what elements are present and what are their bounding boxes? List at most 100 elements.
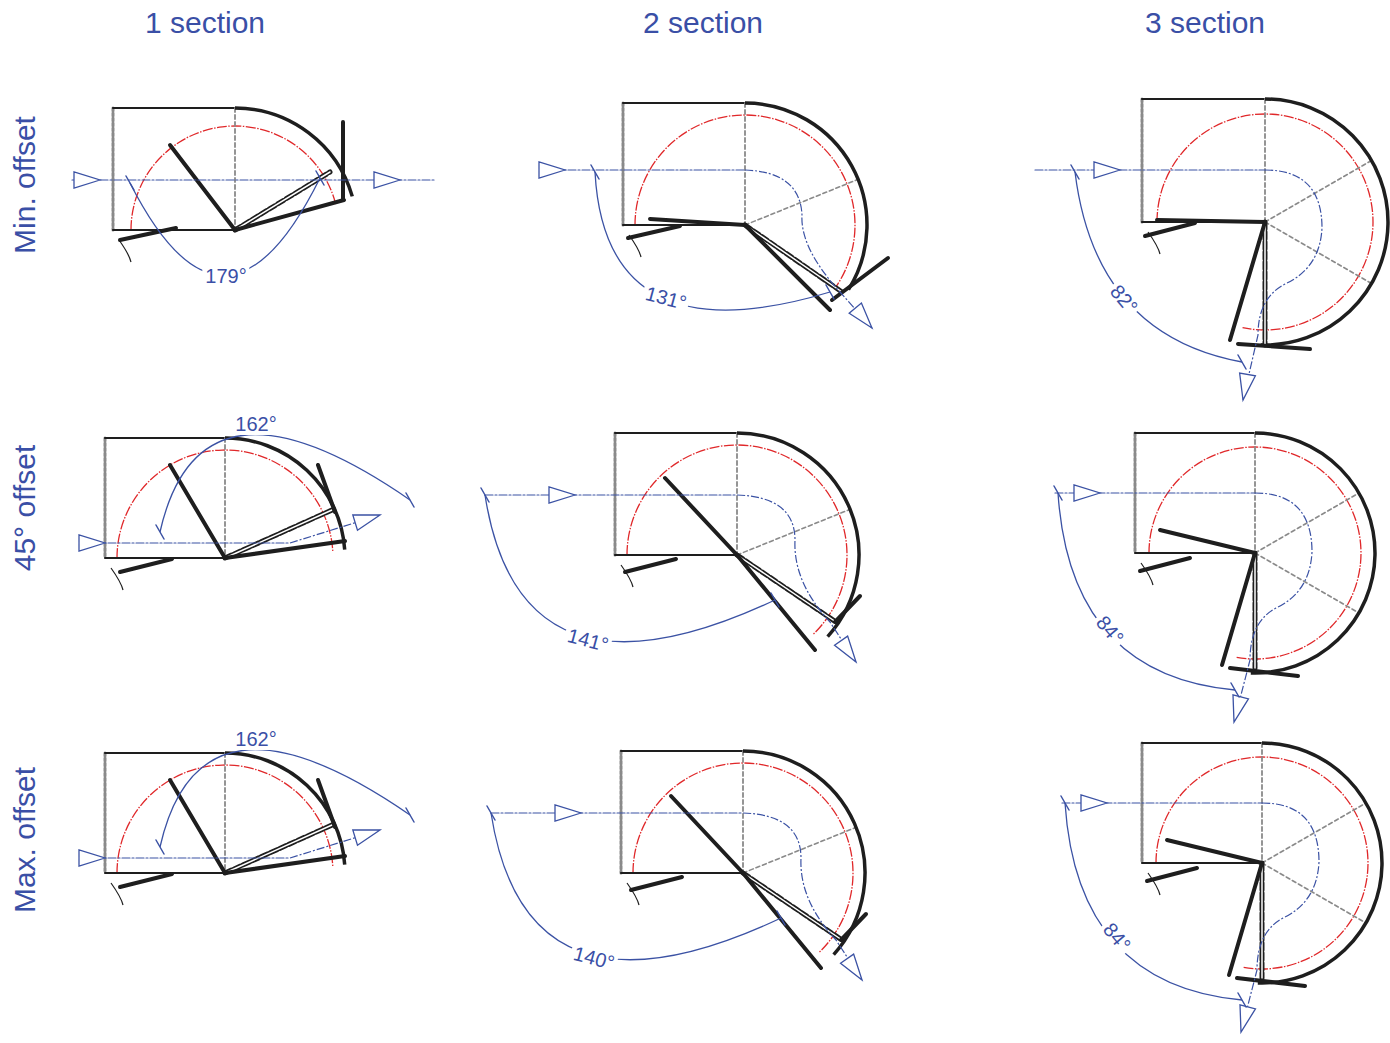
door-leaf <box>1160 530 1255 553</box>
shelf-divider <box>737 509 850 555</box>
door-leaf <box>170 465 225 558</box>
flow-arrowhead <box>1074 485 1100 501</box>
flow-line <box>290 830 380 858</box>
door-leaf <box>625 559 676 572</box>
angle-label: 84° <box>1090 609 1130 651</box>
shelf-divider <box>742 751 744 873</box>
angle-label: 140° <box>568 941 619 975</box>
cabinet-top <box>1135 432 1255 434</box>
angle-label: 162° <box>232 728 279 750</box>
angle-arc <box>160 435 410 532</box>
angle-arc <box>595 172 830 310</box>
door-leaf <box>737 555 815 650</box>
angle-arc <box>485 495 775 642</box>
flow-line <box>737 495 856 662</box>
flow-arrowhead <box>1233 695 1248 722</box>
angle-tick <box>826 285 834 299</box>
angle-tick <box>591 165 599 179</box>
section-heading: 3 section <box>1145 6 1265 39</box>
flow-arrowhead <box>1240 373 1256 400</box>
angle-tick <box>406 493 414 507</box>
flow-arrowhead <box>549 487 575 503</box>
angle-tick <box>1238 993 1246 1007</box>
flow-line <box>1035 169 1265 170</box>
cabinet-top <box>615 432 737 434</box>
cabinet-bottom <box>1142 221 1265 223</box>
door-leaf <box>1230 222 1265 340</box>
section-heading: 1 section <box>145 6 265 39</box>
hinge-arc <box>621 565 633 587</box>
door-leaf <box>628 226 680 238</box>
angle-tick <box>481 488 489 502</box>
cabinet-wall <box>1141 99 1144 222</box>
shelf-divider <box>1255 553 1359 613</box>
shelf-rim <box>743 751 865 955</box>
angle-arc <box>491 813 781 960</box>
flow-arrowhead <box>353 515 380 530</box>
corner-unit <box>539 103 888 328</box>
angle-tick <box>1238 355 1246 369</box>
cabinet-top <box>1142 742 1262 744</box>
angle-arc <box>130 178 320 275</box>
corner-unit <box>1054 433 1375 722</box>
flow-arrowhead <box>1094 162 1120 178</box>
cabinet-bottom <box>615 554 737 556</box>
cabinet-bottom <box>621 872 743 874</box>
door-leaf <box>832 258 888 300</box>
door-closed-core <box>1264 222 1266 345</box>
angle-tick <box>316 171 324 185</box>
angle-tick <box>1071 165 1079 179</box>
angle-tick <box>406 808 414 822</box>
door-leaf <box>1222 553 1255 665</box>
door-leaf <box>1145 223 1195 236</box>
flow-line <box>80 542 290 543</box>
hinge-arc <box>119 240 131 262</box>
shelf-divider <box>744 103 746 225</box>
flow-line <box>1243 170 1322 400</box>
shelf-divider <box>1255 493 1359 553</box>
shelf-rim <box>1261 99 1388 345</box>
shelf-rim <box>1251 433 1375 673</box>
shelf-divider <box>224 753 226 873</box>
door-leaf <box>671 796 743 873</box>
shelf-divider <box>1264 99 1266 222</box>
flow-arrowhead <box>74 172 100 188</box>
flow-arrowhead <box>1081 795 1107 811</box>
flow-arrowhead <box>374 172 400 188</box>
angle-arc <box>1075 172 1242 362</box>
door-leaf <box>743 873 821 968</box>
row-label: Min. offset <box>8 116 41 254</box>
shelf-divider <box>224 438 226 558</box>
cabinet-wall <box>104 438 107 558</box>
cabinet-wall <box>112 108 115 230</box>
angle-label: 82° <box>1104 278 1144 320</box>
flow-arrowhead <box>79 535 105 551</box>
door-leaf <box>1167 840 1262 863</box>
cabinet-wall <box>622 103 625 225</box>
cabinet-wall <box>104 753 107 873</box>
flow-arrowhead <box>539 162 565 178</box>
door-leaf <box>631 877 682 890</box>
door-leaf <box>1229 863 1262 975</box>
flow-arrowhead <box>835 636 856 662</box>
door-leaf <box>1237 978 1305 986</box>
flow-arrowhead <box>353 830 380 845</box>
angle-arc <box>160 750 410 847</box>
angle-tick <box>1054 486 1062 500</box>
shelf-rim <box>1258 743 1382 983</box>
corner-unit <box>487 751 866 980</box>
shelf-rim <box>737 433 859 637</box>
shelf-divider <box>1262 863 1366 923</box>
cabinet-top <box>105 752 225 754</box>
angle-tick <box>1061 796 1069 810</box>
door-closed-core <box>745 225 842 292</box>
row-label: Max. offset <box>8 767 41 913</box>
angle-label: 179° <box>202 265 249 287</box>
door-closed-position <box>1260 863 1265 978</box>
door-leaf <box>1147 868 1197 881</box>
door-leaf <box>650 219 745 225</box>
angle-tick <box>156 525 164 539</box>
flow-line <box>290 515 380 543</box>
